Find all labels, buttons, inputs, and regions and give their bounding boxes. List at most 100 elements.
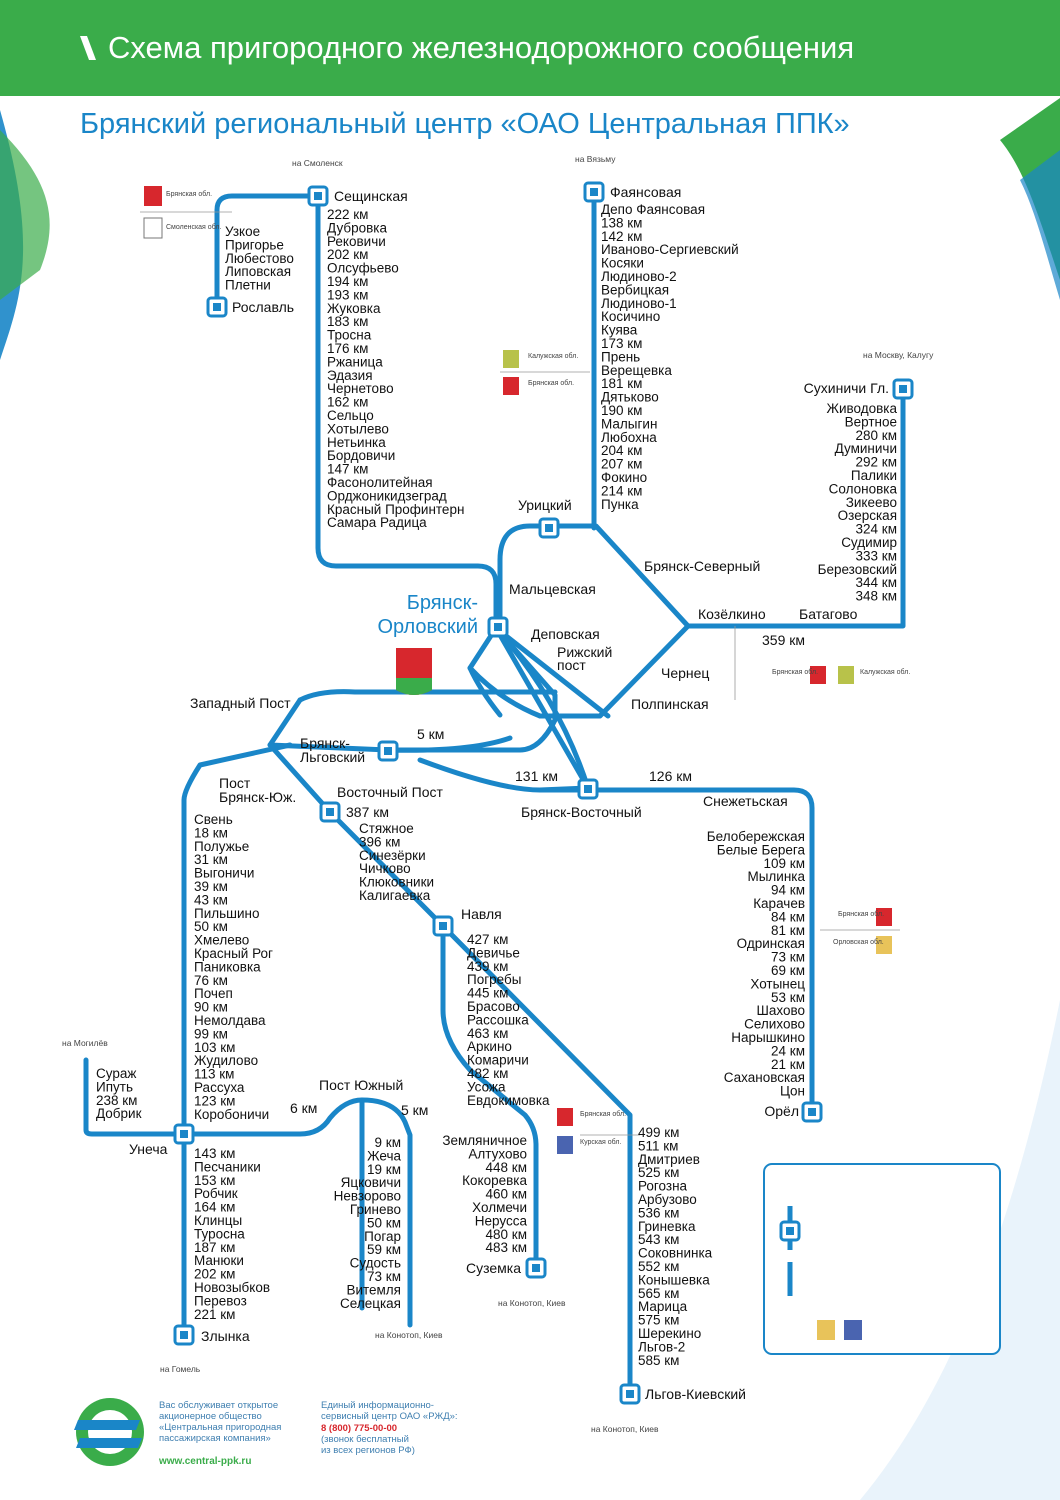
station-label: 439 км xyxy=(467,959,508,974)
station-label: Фокино xyxy=(601,470,647,485)
station-label: Пильшино xyxy=(194,906,260,921)
station-label: Живодовка xyxy=(826,401,897,416)
station-label: 43 км xyxy=(194,892,228,907)
station-label: Селихово xyxy=(744,1017,805,1032)
station-label: Соковнинка xyxy=(638,1246,713,1261)
bryansk-city-coat-of-arms-icon xyxy=(396,648,432,695)
region-badges xyxy=(143,186,892,1154)
station-label: Судимир xyxy=(841,535,897,550)
region-label: Брянская обл. xyxy=(166,190,212,198)
station-label: Дятьково xyxy=(601,390,659,405)
station-label: 207 км xyxy=(601,457,642,472)
kaluga-coat-of-arms-icon xyxy=(503,350,519,368)
decorative-swoosh xyxy=(0,98,1060,1500)
station-label: Мальцевская xyxy=(509,581,596,597)
header-bar: Схема пригородного железнодорожного сооб… xyxy=(0,0,1060,96)
station-label: Судость xyxy=(350,1256,401,1271)
station-label: 348 км xyxy=(856,589,897,604)
station-label: Робчик xyxy=(194,1186,238,1201)
station-label: Нерусса xyxy=(475,1213,528,1228)
station-label: Любохна xyxy=(601,430,657,445)
station-label: Брянск-Северный xyxy=(644,558,760,574)
station-label: Любестово xyxy=(225,251,294,266)
station-label: Рижский xyxy=(557,644,612,660)
smolensk-coat-of-arms-icon xyxy=(143,217,163,239)
station-label: Красный Профинтерн xyxy=(327,502,464,517)
footer-company-text: «Центральная пригородная xyxy=(159,1422,281,1433)
station-label: 396 км xyxy=(359,834,400,849)
station-label: 39 км xyxy=(194,879,228,894)
station-label: Добрик xyxy=(96,1106,142,1121)
region-borders xyxy=(140,211,900,1136)
station-label: 460 км xyxy=(486,1187,527,1202)
station-label: 162 км xyxy=(327,395,368,410)
station-label: 543 км xyxy=(638,1232,679,1247)
direction-label: на Москву, Калугу xyxy=(863,350,934,360)
station-label: Депо Фаянсовая xyxy=(601,202,705,217)
kursk-coat-of-arms-icon xyxy=(557,1136,573,1154)
station-label: 103 км xyxy=(194,1040,235,1055)
station-label: Хмелево xyxy=(194,933,249,948)
station-label: Земляничное xyxy=(442,1133,527,1148)
station-label: Малыгин xyxy=(601,416,657,431)
station-label: Чичково xyxy=(359,861,411,876)
station-label: Брасово xyxy=(467,999,520,1014)
bryansk-coat-of-arms-icon-2 xyxy=(503,377,519,395)
station-label: Бордовичи xyxy=(327,448,395,463)
station-label: 463 км xyxy=(467,1026,508,1041)
station-label: 176 км xyxy=(327,341,368,356)
station-label: Козёлкино xyxy=(698,606,766,622)
legend-border-orel-icon xyxy=(817,1320,835,1340)
station-label: 483 км xyxy=(486,1240,527,1255)
station-label: Сахановская xyxy=(724,1070,805,1085)
station-label: Деповская xyxy=(531,626,600,642)
station-label: Косичино xyxy=(601,309,660,324)
station-label: 499 км xyxy=(638,1125,679,1140)
station-label: 123 км xyxy=(194,1093,235,1108)
station-label: Думиничи xyxy=(835,441,897,456)
station-label: 222 км xyxy=(327,207,368,222)
station-label: Почеп xyxy=(194,986,233,1001)
station-label: 84 км xyxy=(771,909,805,924)
station-label: 24 км xyxy=(771,1043,805,1058)
station-label: Красный Рог xyxy=(194,946,273,961)
station-label: Пригорье xyxy=(225,237,284,252)
station-label: 69 км xyxy=(771,963,805,978)
station-label: 565 км xyxy=(638,1286,679,1301)
station-label: 333 км xyxy=(856,548,897,563)
station-label: 427 км xyxy=(467,932,508,947)
station-label: Орджоникидзеград xyxy=(327,488,447,503)
station-label: 76 км xyxy=(194,973,228,988)
station-label: Полужье xyxy=(194,839,249,854)
station-label: Иваново-Сергиевский xyxy=(601,242,739,257)
legend xyxy=(763,1163,1001,1355)
station-label: Дубровка xyxy=(327,220,387,235)
station-label: Рековичи xyxy=(327,234,386,249)
region-label: Брянская обл. xyxy=(528,379,574,387)
station-label: 99 км xyxy=(194,1026,228,1041)
station-label: Погар xyxy=(364,1229,401,1244)
station-label: Брянск-Юж. xyxy=(219,789,296,805)
station-label: Людиново-2 xyxy=(601,269,677,284)
station-label: Песчаники xyxy=(194,1159,261,1174)
station-label: 221 км xyxy=(194,1307,235,1322)
station-label: Сещинская xyxy=(334,188,408,204)
footer-company-text: Вас обслуживает открытое xyxy=(159,1400,278,1411)
station-label: Льговский xyxy=(300,749,365,765)
station-label: Погребы xyxy=(467,972,521,987)
station-label: 53 км xyxy=(771,990,805,1005)
station-label: Клинцы xyxy=(194,1213,242,1228)
station-label: Брянск- xyxy=(300,735,350,751)
station-label: Жудилово xyxy=(194,1053,258,1068)
station-label: Фаянсовая xyxy=(610,184,681,200)
station-label: Манюки xyxy=(194,1253,244,1268)
station-label: Пост Южный xyxy=(319,1077,403,1093)
station-label: Невзорово xyxy=(334,1189,401,1204)
station-label: 552 км xyxy=(638,1259,679,1274)
station-label: Холмечи xyxy=(472,1200,527,1215)
station-label: 21 км xyxy=(771,1057,805,1072)
station-label: 480 км xyxy=(486,1227,527,1242)
station-label: Шахово xyxy=(756,1003,805,1018)
station-label: Марица xyxy=(638,1299,688,1314)
footer-company-text: акционерное общество xyxy=(159,1411,262,1422)
